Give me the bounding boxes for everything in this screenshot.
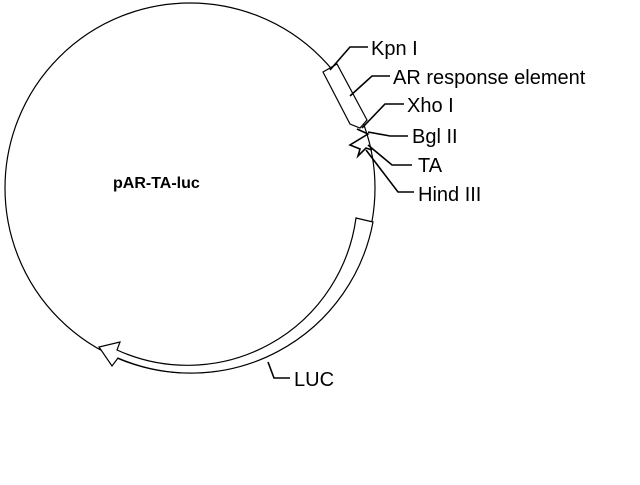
leader-kpn — [329, 46, 368, 71]
label-xho: Xho I — [407, 95, 454, 117]
feature-are-arrow — [322, 63, 368, 129]
label-kpn: Kpn I — [371, 38, 418, 60]
feature-luc-arrow — [98, 217, 374, 374]
label-are: AR response element — [393, 67, 586, 89]
label-ta: TA — [418, 155, 443, 177]
leader-luc — [267, 361, 290, 379]
label-bgl: Bgl II — [412, 126, 458, 148]
leader-are — [349, 75, 390, 97]
label-hind: Hind III — [418, 184, 481, 206]
leader-hind — [365, 149, 414, 193]
leader-bgl — [367, 131, 408, 137]
plasmid-title: pAR-TA-luc — [113, 175, 200, 192]
feature-ta-mark — [348, 128, 373, 159]
leader-ta — [367, 144, 412, 166]
label-luc: LUC — [294, 369, 334, 391]
leader-xho — [361, 103, 404, 129]
